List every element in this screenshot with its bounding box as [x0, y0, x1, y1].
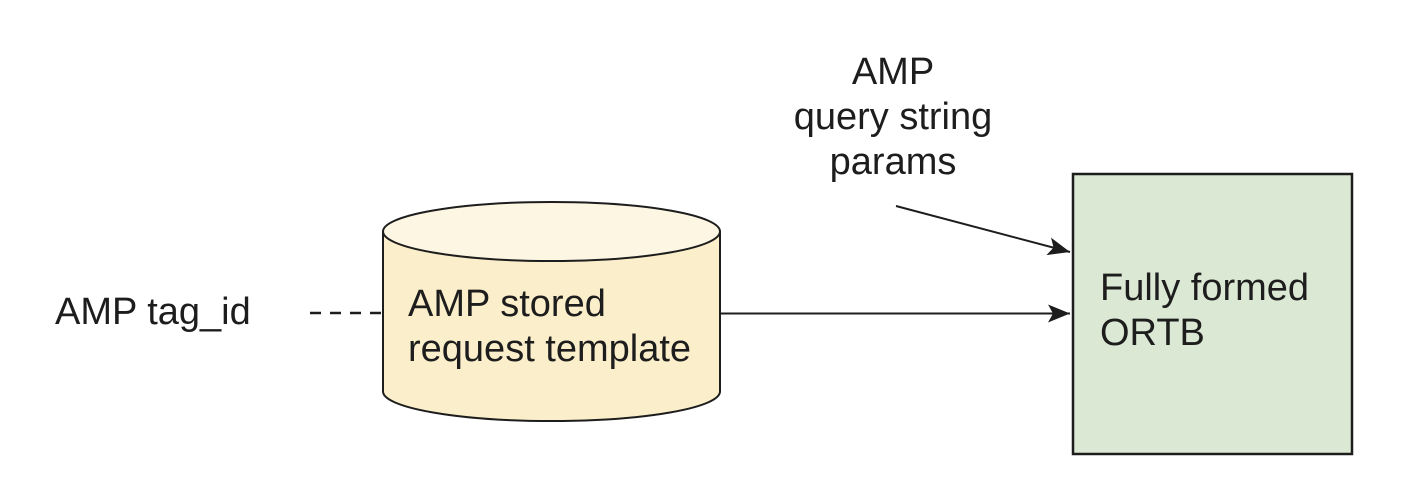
ortb-box [1071, 172, 1354, 456]
query-params-line1: AMP [851, 51, 935, 93]
cylinder-label: AMP stored request template [408, 282, 691, 372]
ortb-box-label: Fully formed ORTB [1100, 266, 1309, 356]
query-params-line3: params [829, 141, 957, 183]
ortb-label-line2: ORTB [1100, 312, 1205, 354]
query-params-label: AMP query string params [743, 50, 1043, 185]
arrow-params-to-ortb [895, 205, 1071, 256]
cylinder-body [382, 231, 721, 422]
cylinder-label-line1: AMP stored [408, 283, 606, 325]
query-params-line2: query string [793, 96, 993, 138]
cylinder-label-line2: request template [408, 328, 692, 370]
cylinder-top-ellipse [382, 201, 721, 262]
tag-id-label: AMP tag_id [55, 291, 251, 333]
ortb-label-line1: Fully formed [1100, 267, 1310, 309]
